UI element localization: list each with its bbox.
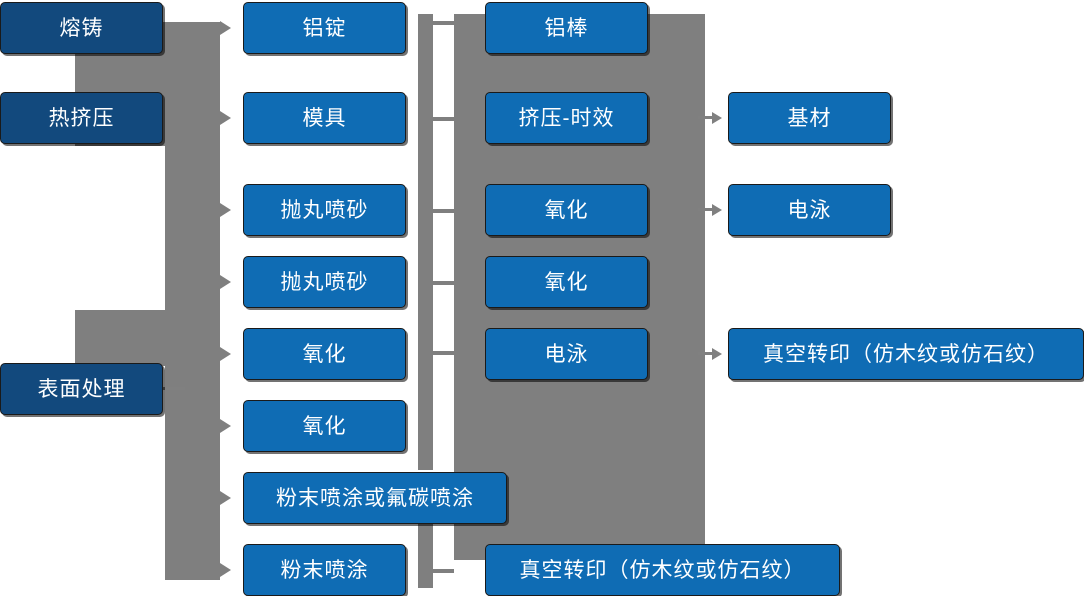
- out-arrow-1: [712, 112, 722, 124]
- node-label: 表面处理: [37, 377, 126, 401]
- out-stem-1: [698, 116, 714, 119]
- node-process-4[interactable]: 氧化: [485, 256, 648, 308]
- node-step-5[interactable]: 氧化: [243, 328, 406, 380]
- bracket-tie-4: [432, 281, 454, 285]
- node-output-3[interactable]: 真空转印（仿木纹或仿石纹）: [728, 328, 1084, 380]
- node-step-2[interactable]: 模具: [243, 92, 406, 144]
- fan-arrow-5: [220, 347, 231, 361]
- node-process-1[interactable]: 铝棒: [485, 2, 648, 54]
- node-label: 氧化: [302, 414, 347, 438]
- node-step-7[interactable]: 粉末喷涂或氟碳喷涂: [243, 472, 507, 524]
- stage3-stem: [163, 387, 185, 390]
- bracket-rail-left-lower: [418, 524, 433, 588]
- node-process-6[interactable]: 真空转印（仿木纹或仿石纹）: [485, 544, 840, 596]
- fan-arrow-3: [220, 203, 231, 217]
- node-label: 模具: [302, 106, 347, 130]
- bracket-tie-1: [432, 21, 454, 25]
- fan-arrow-2: [220, 111, 231, 125]
- node-label: 粉末喷涂或氟碳喷涂: [276, 486, 474, 510]
- node-label: 真空转印（仿木纹或仿石纹）: [763, 342, 1049, 366]
- node-process-2[interactable]: 挤压-时效: [485, 92, 648, 144]
- node-stage-1[interactable]: 熔铸: [0, 2, 163, 54]
- fanout-head-stage3: [75, 310, 220, 366]
- node-output-1[interactable]: 基材: [728, 92, 891, 144]
- bracket-tie-6: [432, 569, 454, 573]
- bracket-tie-3: [432, 209, 454, 213]
- bracket-tie-2: [432, 117, 454, 121]
- node-label: 挤压-时效: [518, 106, 615, 130]
- node-step-6[interactable]: 氧化: [243, 400, 406, 452]
- node-label: 热挤压: [48, 106, 115, 130]
- node-stage-3[interactable]: 表面处理: [0, 363, 163, 415]
- node-process-5[interactable]: 电泳: [485, 328, 648, 380]
- node-step-1[interactable]: 铝锭: [243, 2, 406, 54]
- node-label: 粉末喷涂: [280, 558, 369, 582]
- node-label: 真空转印（仿木纹或仿石纹）: [519, 558, 806, 582]
- out-arrow-3: [712, 348, 722, 360]
- node-label: 铝棒: [544, 16, 589, 40]
- node-process-3[interactable]: 氧化: [485, 184, 648, 236]
- node-step-3[interactable]: 抛丸喷砂: [243, 184, 406, 236]
- node-label: 氧化: [544, 270, 589, 294]
- out-stem-2: [698, 208, 714, 211]
- node-label: 氧化: [544, 198, 589, 222]
- node-stage-2[interactable]: 热挤压: [0, 92, 163, 144]
- out-stem-3: [698, 352, 714, 355]
- node-label: 熔铸: [59, 16, 104, 40]
- bracket-rail-left-upper: [418, 14, 433, 470]
- node-step-8[interactable]: 粉末喷涂: [243, 544, 406, 596]
- bracket-tie-5: [432, 351, 454, 355]
- node-step-4[interactable]: 抛丸喷砂: [243, 256, 406, 308]
- node-label: 氧化: [302, 342, 347, 366]
- node-label: 铝锭: [302, 16, 347, 40]
- node-label: 电泳: [544, 342, 589, 366]
- fan-arrow-4: [220, 275, 231, 289]
- node-label: 基材: [787, 106, 832, 130]
- out-arrow-2: [712, 204, 722, 216]
- fan-arrow-7: [220, 491, 231, 505]
- fan-arrow-1: [220, 21, 231, 35]
- node-label: 电泳: [787, 198, 832, 222]
- node-label: 抛丸喷砂: [280, 270, 369, 294]
- fan-arrow-6: [220, 419, 231, 433]
- fan-arrow-8: [220, 563, 231, 577]
- node-output-2[interactable]: 电泳: [728, 184, 891, 236]
- node-label: 抛丸喷砂: [280, 198, 369, 222]
